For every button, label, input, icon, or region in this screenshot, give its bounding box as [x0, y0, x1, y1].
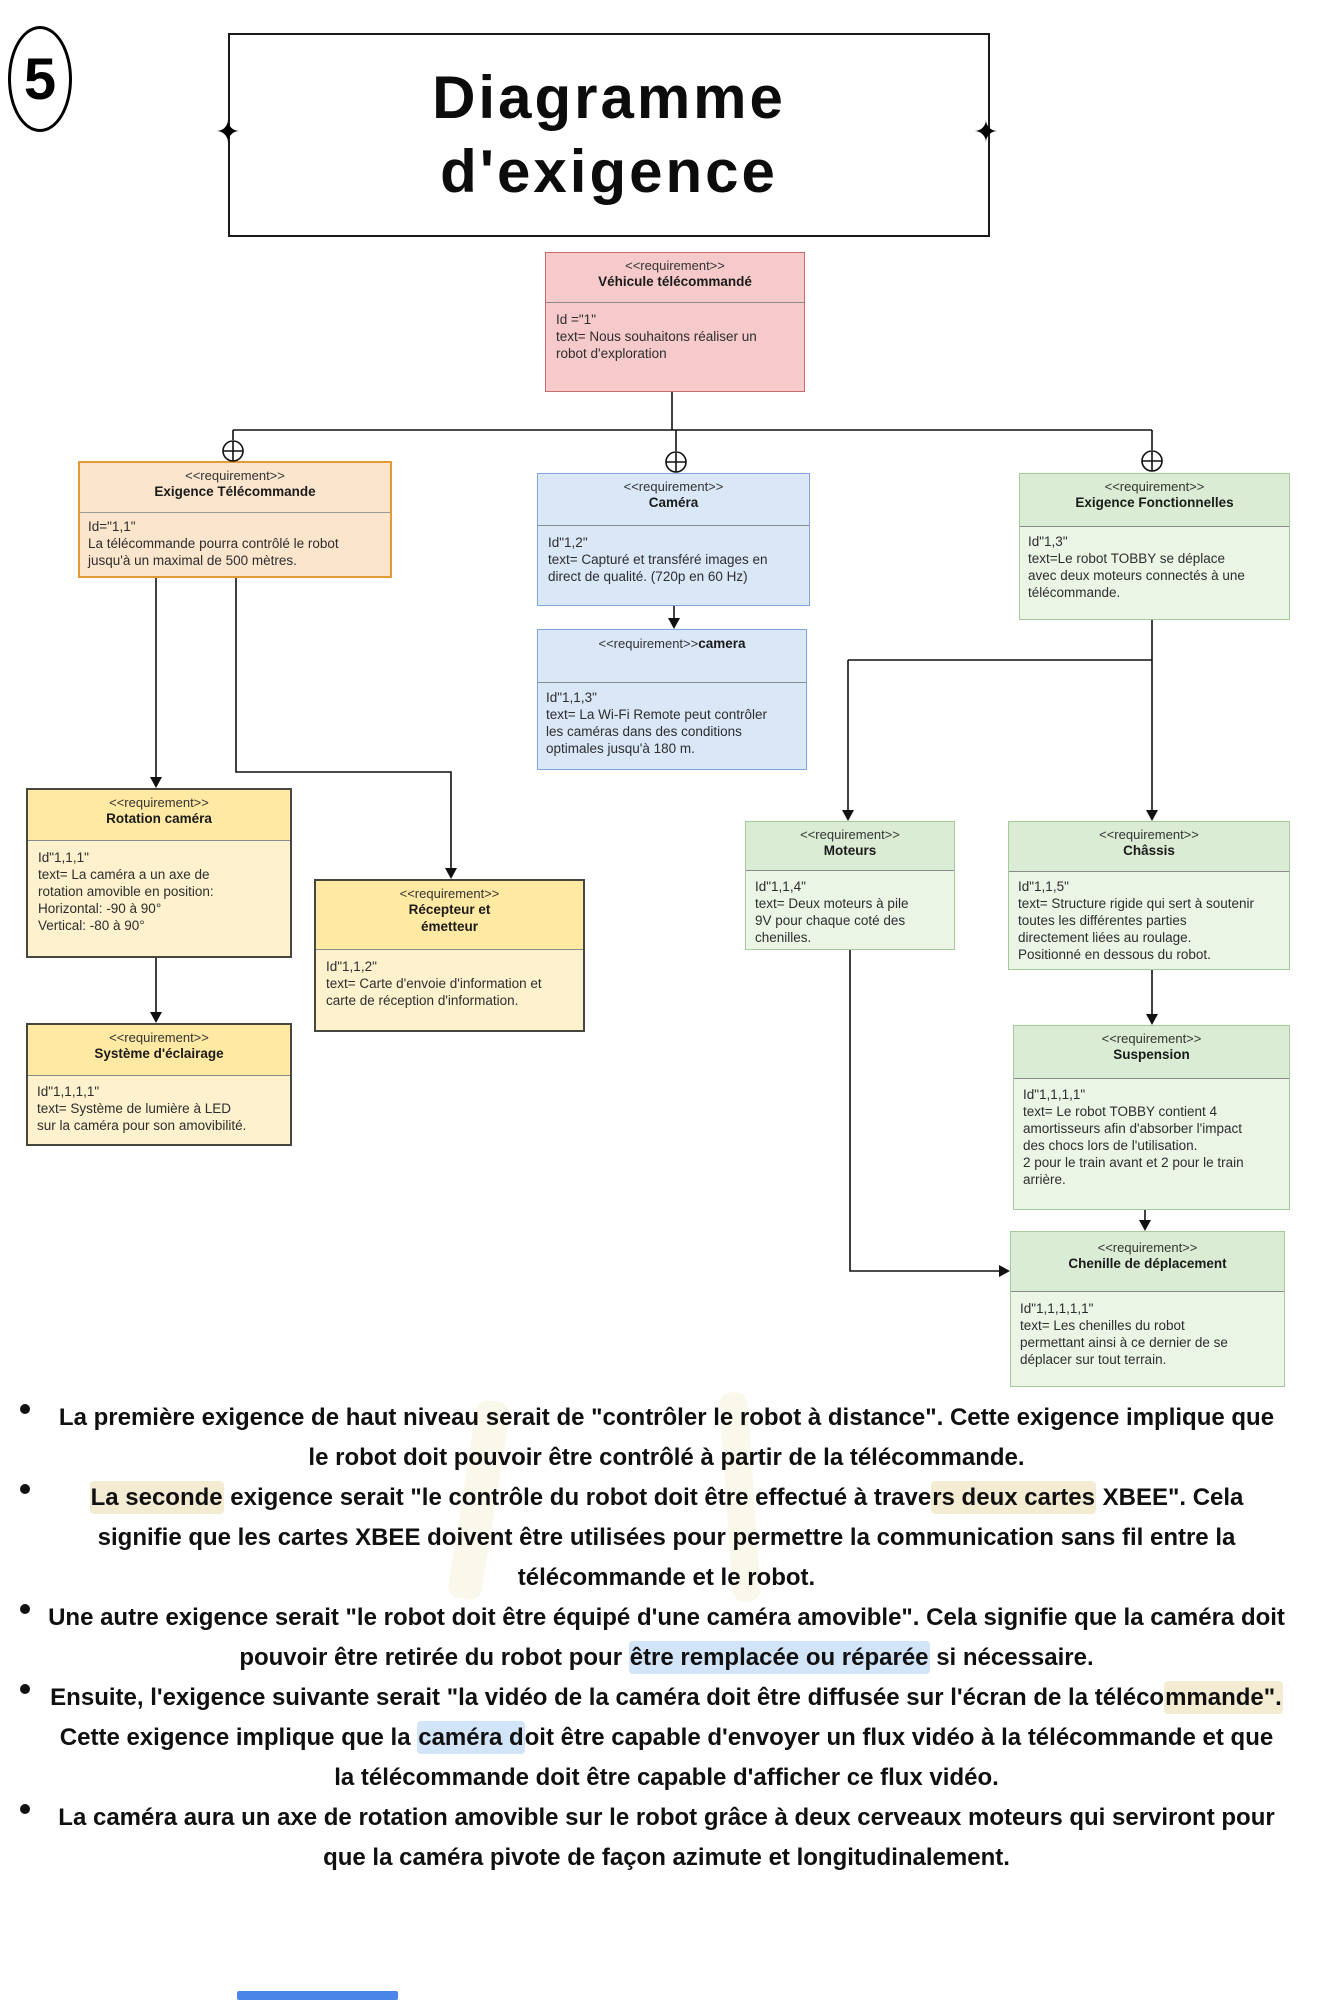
node-body: Id"1,2" text= Capturé et transféré image… [548, 535, 768, 584]
bullet-item: La seconde exigence serait "le contrôle … [12, 1478, 1321, 1598]
bullet-marker [20, 1604, 30, 1614]
stereotype-label: <<requirement>> [625, 258, 725, 273]
req-node-systeme-eclairage: <<requirement>>Système d'éclairage Id"1,… [26, 1023, 292, 1146]
stereotype-label: <<requirement>> [623, 479, 724, 494]
bullet-text: si nécessaire. [929, 1644, 1094, 1671]
page-title-line1: Diagramme [432, 64, 786, 131]
req-node-chassis: <<requirement>>Châssis Id"1,1,5" text= S… [1008, 821, 1290, 970]
node-title: Récepteur et émet­teur [408, 902, 491, 934]
stereotype-label: <<requirement>> [800, 827, 900, 842]
node-body: Id"1,3" text=Le robot TOBBY se déplace a… [1028, 534, 1245, 600]
req-node-camera: <<requirement>>Caméra Id"1,2" text= Capt… [537, 473, 810, 606]
bullet-item: La première exigence de haut niveau sera… [12, 1398, 1321, 1478]
node-body: Id="1,1" La télécommande pourra contrôlé… [88, 519, 339, 568]
node-title: Suspension [1113, 1047, 1190, 1062]
req-node-camera-wifi: <<requirement>>camera Id"1,1,3" text= La… [537, 629, 807, 770]
bullet-text: XBEE". Cela signifie que les cartes XBEE… [97, 1484, 1244, 1591]
node-title: Chenille de déplacement [1068, 1256, 1227, 1271]
node-title: Caméra [648, 495, 699, 510]
node-title: Exigence Fonctionnelles [1075, 495, 1234, 510]
node-title: Exigence Télécommande [154, 484, 316, 499]
req-node-vehicule-telecommande: <<requirement>>Véhicule télécommandé Id … [545, 252, 805, 392]
node-body: Id"1,1,3" text= La Wi-Fi Remote peut con… [546, 690, 767, 756]
stereotype-label: <<requirement>> [185, 468, 285, 483]
node-body: Id"1,1,5" text= Structure rigide qui ser… [1018, 879, 1254, 962]
bullet-text: Cette exigence implique que la [59, 1724, 418, 1751]
node-body: Id"1,1,1" text= La caméra a un axe de ro… [38, 850, 214, 933]
stereotype-label: <<requirement>> [109, 795, 209, 810]
bullet-marker [20, 1484, 30, 1494]
star-decoration-icon: ✦ [973, 116, 999, 149]
stereotype-label: <<requirement>> [109, 1030, 209, 1045]
bullet-item: Ensuite, l'exigence suivante serait "la … [12, 1678, 1321, 1798]
blue-mark [237, 1991, 398, 2000]
bullet-marker [20, 1684, 30, 1694]
req-node-suspension: <<requirement>>Suspension Id"1,1,1,1" te… [1013, 1025, 1290, 1210]
node-body: Id"1,1,4" text= Deux moteurs à pile 9V p… [755, 879, 909, 945]
bullet-text: Une autre exigence serait "le robot doit… [48, 1604, 1285, 1671]
bullet-text-highlighted: rs deux cartes [931, 1481, 1096, 1514]
node-body: Id ="1" text= Nous souhaitons réaliser u… [556, 312, 757, 361]
bullet-text: Ensuite, l'exigence suivante serait "la … [50, 1684, 1165, 1711]
bullet-item: Une autre exigence serait "le robot doit… [12, 1598, 1321, 1678]
stereotype-label: <<requirement>> [598, 636, 699, 651]
bullet-text-highlighted: mmande". [1164, 1681, 1283, 1714]
node-body: Id"1,1,1,1" text= Le robot TOBBY contien… [1023, 1087, 1244, 1187]
node-title: Rotation caméra [106, 811, 212, 826]
node-title: Véhicule télécommandé [598, 274, 752, 289]
req-node-exigence-fonctionnelles: <<requirement>>Exigence Fonctionnelles I… [1019, 473, 1290, 620]
stereotype-label: <<requirement>> [1104, 479, 1205, 494]
bullet-text: oit être capable d'envoyer un flux vidéo… [334, 1724, 1274, 1791]
req-node-chenille-deplacement: <<requirement>>Chenille de déplacement I… [1010, 1231, 1285, 1387]
bullet-text: La première exigence de haut niveau sera… [58, 1404, 1275, 1471]
node-body: Id"1,1,2" text= Carte d'envoie d'informa… [326, 959, 542, 1008]
node-title: Système d'éclairage [94, 1046, 224, 1061]
star-decoration-icon: ✦ [215, 116, 241, 149]
node-body: Id"1,1,1,1,1" text= Les chenilles du rob… [1020, 1301, 1228, 1367]
page-number-badge: 5 [8, 26, 72, 132]
req-node-moteurs: <<requirement>>Moteurs Id"1,1,4" text= D… [745, 821, 955, 950]
node-body: Id"1,1,1,1" text= Système de lumière à L… [37, 1084, 247, 1133]
bullet-text-highlighted: caméra d [417, 1721, 525, 1754]
stereotype-label: <<requirement>> [1099, 827, 1199, 842]
bullet-text: La caméra aura un axe de rotation amovib… [58, 1804, 1275, 1871]
node-title: Châssis [1123, 843, 1175, 858]
bullet-item: La caméra aura un axe de rotation amovib… [12, 1798, 1321, 1878]
node-title: camera [698, 636, 746, 651]
stereotype-label: <<requirement>> [399, 886, 500, 901]
node-title: Moteurs [823, 843, 877, 858]
bullet-marker [20, 1404, 30, 1414]
notes-section: La première exigence de haut niveau sera… [12, 1398, 1321, 1878]
bullet-text: exigence serait "le contrôle du robot do… [223, 1484, 932, 1511]
req-node-recepteur-emetteur: <<requirement>>Récepteur et émet­teur Id… [314, 879, 585, 1032]
stereotype-label: <<requirement>> [1101, 1031, 1202, 1046]
title-box: Diagramme d'exigence [228, 33, 990, 237]
stereotype-label: <<requirement>> [1097, 1240, 1198, 1255]
bullet-text-highlighted: être remplacée ou réparée [628, 1641, 930, 1674]
page-title-line2: d'exigence [440, 138, 778, 205]
bullet-text-highlighted: La seconde [89, 1481, 224, 1514]
bullet-marker [20, 1804, 30, 1814]
req-node-exigence-telecommande: <<requirement>>Exigence Télécommande Id=… [78, 461, 392, 578]
req-node-rotation-camera: <<requirement>>Rotation caméra Id"1,1,1"… [26, 788, 292, 958]
